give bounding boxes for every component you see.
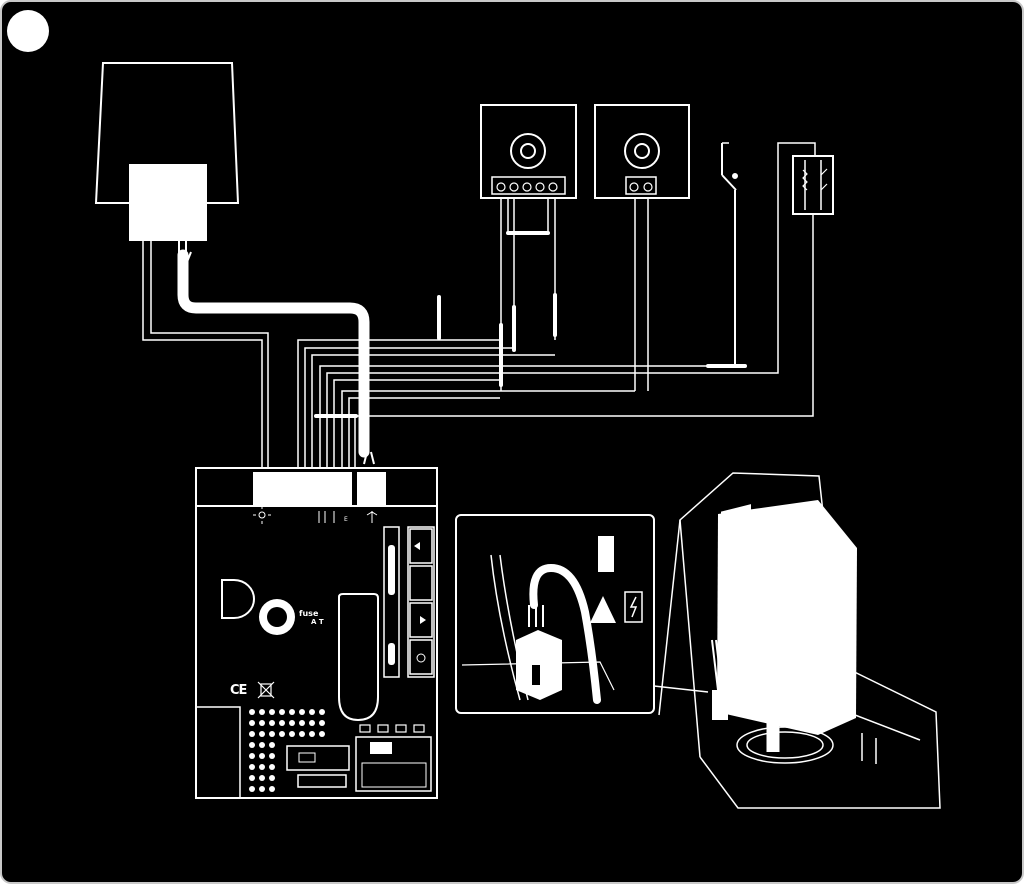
wire-bundle-markers <box>314 231 747 418</box>
terminal-e-label: E <box>344 516 348 523</box>
photocell-transmitter-icon <box>480 104 577 199</box>
control-board-installed <box>717 500 857 735</box>
warning-triangle <box>590 596 616 623</box>
radio-receiver-slot <box>338 593 379 722</box>
connector-plug <box>598 536 614 572</box>
inset-pointer <box>653 685 709 693</box>
wiring <box>142 142 816 470</box>
terminal-block-main <box>253 472 352 505</box>
step-badge <box>7 10 49 52</box>
cable-ends <box>178 251 375 465</box>
fuse-rating-label: A T <box>311 618 324 626</box>
fuse-label: fuse <box>299 609 319 618</box>
control-board <box>195 467 438 799</box>
photocell-receiver-icon <box>594 104 690 199</box>
ventilation-grid <box>249 709 325 792</box>
ce-mark: CE <box>230 683 247 698</box>
terminal-block-power <box>357 472 386 505</box>
lamp-power-cable <box>177 249 370 458</box>
key-switch-icon <box>721 143 738 366</box>
weee-icon <box>257 681 275 699</box>
wiring-detail-inset <box>455 514 655 714</box>
